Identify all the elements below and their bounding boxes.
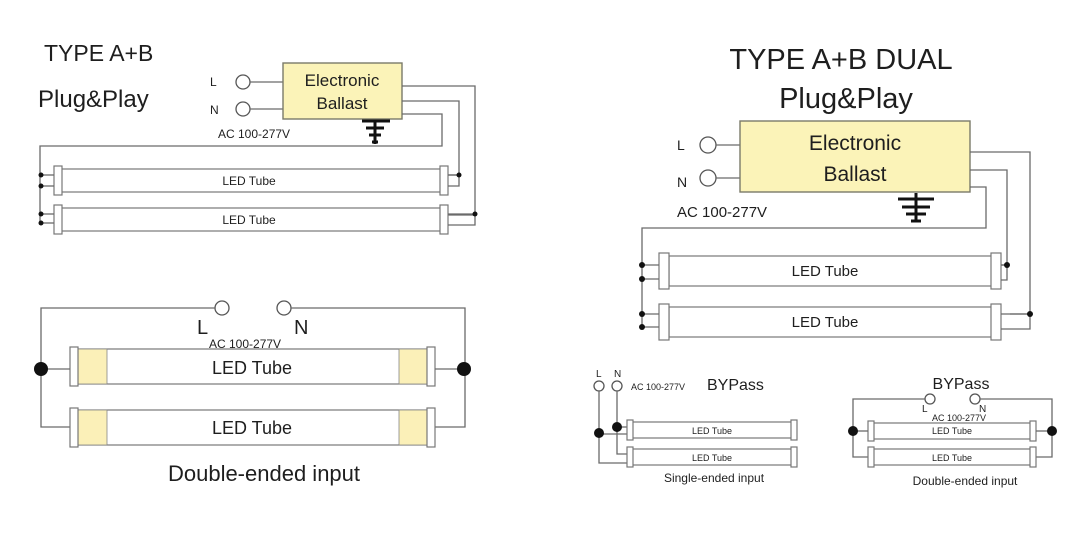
led-tube-2-label: LED Tube [692, 453, 732, 463]
ballast-label-line2: Ballast [316, 94, 367, 113]
led-tube-1-label: LED Tube [792, 263, 859, 280]
electronic-ballast [282, 62, 403, 120]
led-tube-2-label: LED Tube [792, 314, 859, 331]
terminal-l [235, 74, 251, 90]
led-tube-2-label: LED Tube [222, 213, 276, 227]
terminal-n-label: N [294, 317, 308, 339]
terminal-l [593, 380, 605, 392]
electronic-ballast [739, 120, 971, 193]
terminal-l-label: L [596, 369, 602, 380]
voltage-label: AC 100-277V [218, 127, 290, 141]
diagram-a-title: TYPE A+B [44, 40, 153, 66]
junction-right [457, 362, 471, 376]
diagram-double-ended: L N AC 100-277V LED Tube LED Tube Double… [34, 300, 471, 486]
junction-l [594, 428, 604, 438]
junction-right [1047, 426, 1057, 436]
led-tube-2-label: LED Tube [932, 453, 972, 463]
diagram-bypass-double: BYPass L N AC 100-277V LED Tube LED Tube… [848, 376, 1057, 488]
terminal-n [611, 380, 623, 392]
diagram-type-ab-dual: TYPE A+B DUAL Plug&Play L N Electronic B… [639, 44, 1033, 341]
terminal-l [699, 136, 717, 154]
terminal-n-label: N [979, 404, 986, 415]
voltage-label: AC 100-277V [631, 382, 685, 392]
terminal-n [276, 300, 292, 316]
terminal-l-label: L [922, 404, 928, 415]
terminal-n-label: N [210, 103, 219, 117]
led-tube-2 [668, 306, 993, 338]
voltage-label: AC 100-277V [932, 413, 986, 423]
ballast-label-line2: Ballast [823, 163, 886, 186]
ground-icon [898, 193, 934, 223]
diagram-bypass-single: L N AC 100-277V BYPass LED Tube LED Tube… [593, 369, 798, 485]
terminal-n [699, 169, 717, 187]
diagram-e-title: BYPass [933, 376, 990, 393]
junction-left [34, 362, 48, 376]
caption: Double-ended input [168, 461, 360, 486]
caption: Double-ended input [913, 474, 1018, 488]
voltage-label: AC 100-277V [677, 204, 767, 221]
led-tube-1-label: LED Tube [212, 358, 292, 378]
diagram-type-ab: TYPE A+B Plug&Play L N Electronic Ballas… [38, 40, 478, 235]
led-tube-2-label: LED Tube [212, 418, 292, 438]
ballast-label-line1: Electronic [809, 132, 901, 155]
led-tube-1-label: LED Tube [222, 174, 276, 188]
led-tube-1 [668, 255, 993, 287]
terminal-n-label: N [677, 174, 687, 190]
terminal-n [235, 101, 251, 117]
led-tube-1-label: LED Tube [692, 426, 732, 436]
junction-left [848, 426, 858, 436]
led-tube-1-label: LED Tube [932, 426, 972, 436]
junction-n [612, 422, 622, 432]
diagram-a-subtitle: Plug&Play [38, 86, 149, 113]
terminal-n-label: N [614, 369, 621, 380]
ballast-label-line1: Electronic [305, 71, 380, 90]
terminal-l [924, 393, 936, 405]
caption: Single-ended input [664, 471, 765, 485]
ground-icon [362, 119, 390, 144]
terminal-l-label: L [197, 317, 208, 339]
diagram-d-title: BYPass [707, 377, 764, 394]
terminal-n [969, 393, 981, 405]
terminal-l-label: L [677, 137, 685, 153]
terminal-l [214, 300, 230, 316]
terminal-l-label: L [210, 75, 217, 89]
diagram-c-subtitle: Plug&Play [779, 83, 913, 115]
diagram-c-title: TYPE A+B DUAL [729, 44, 952, 76]
voltage-label: AC 100-277V [209, 337, 281, 351]
